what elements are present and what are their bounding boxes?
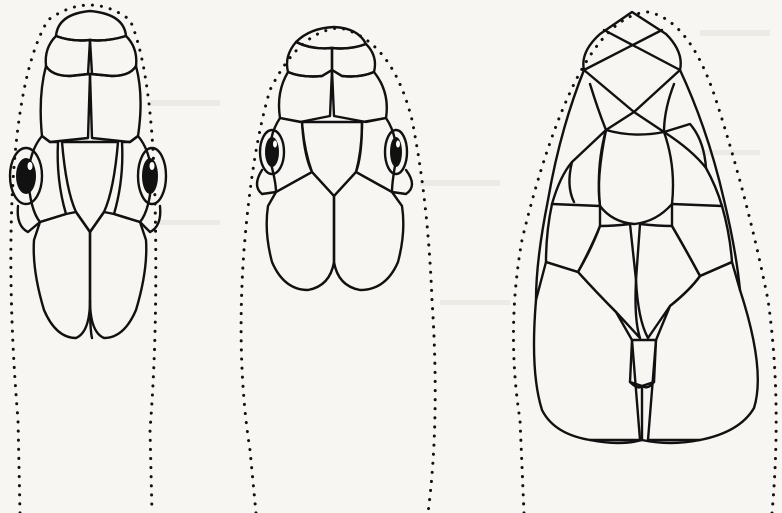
head-left-eye-l-highlight [28,162,33,170]
head-left-internasal-scale-r [90,36,136,76]
head-middle-prefrontal-scale-l [279,70,332,122]
head-middle-eye-l-highlight [273,141,277,148]
head-left-prefrontal-scale-l [41,66,90,142]
head-middle-prefrontal-scale-r [332,70,387,122]
head-left-parietal-scale-l [34,212,90,338]
head-middle-eye-r [390,137,402,167]
head-middle-frontal-scale [302,122,362,196]
head-left-prefrontal-scale-r [90,66,141,142]
head-left-eye-r-highlight [150,162,155,170]
head-right-lateral-shield-l2 [546,204,600,272]
head-left-parietal-scale-r [90,212,146,338]
head-right [513,12,776,513]
head-right-gular-scale-l [534,262,640,440]
head-left-body-outline [11,5,156,513]
head-left-eye-r [142,158,158,194]
head-middle [241,27,435,513]
head-middle-internasal-scale-r [332,44,375,77]
head-left-rostral-scale [56,11,126,41]
head-right-mental-division-b [584,30,662,70]
head-right-gular-scale-r [648,262,758,440]
head-middle-eye-r-highlight [396,141,400,148]
head-right-chin-shield-anterior [599,130,673,224]
head-middle-body-outline [241,28,435,513]
head-left-internasal-scale-l [46,36,90,76]
head-left-frontal-scale [62,142,118,232]
head-left [10,5,166,513]
head-right-chin-shield-posterior-r [636,224,700,338]
head-middle-internasal-scale-l [287,42,332,77]
head-left-eye-l [16,158,36,194]
head-middle-eye-l [265,137,279,167]
